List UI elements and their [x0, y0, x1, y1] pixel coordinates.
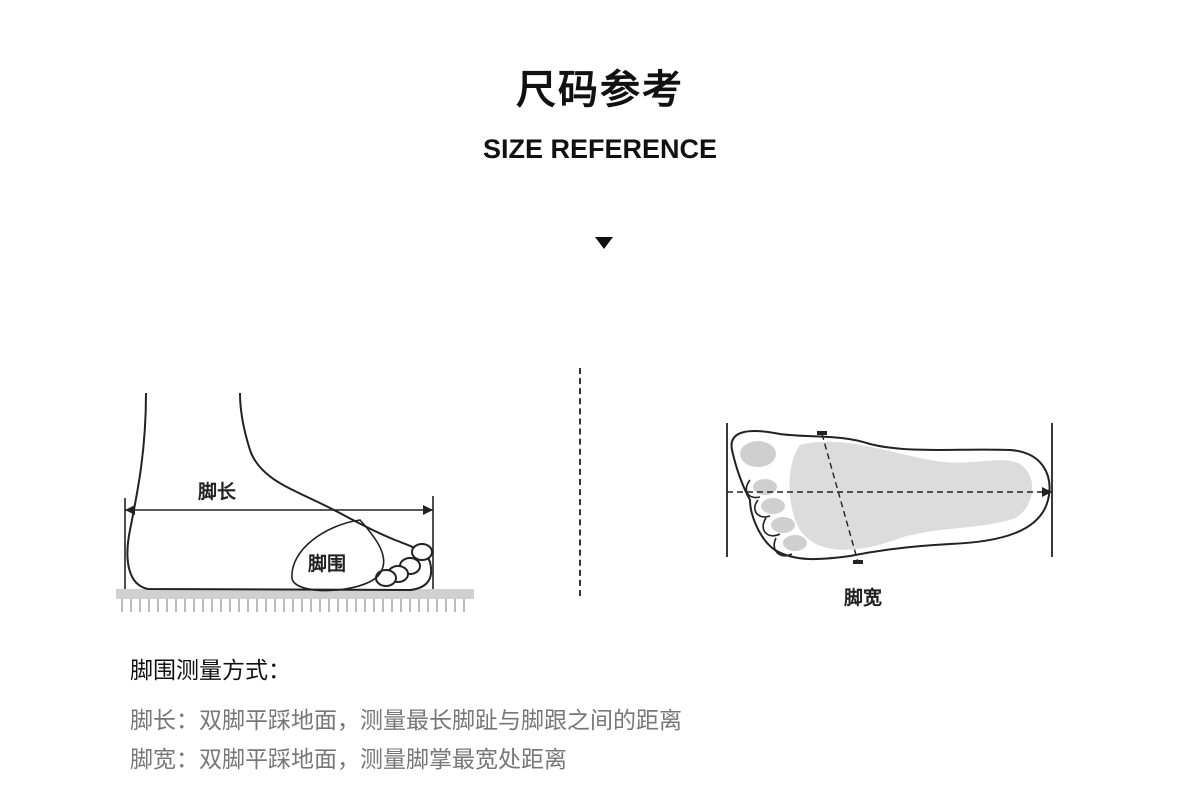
girth-loop	[291, 519, 385, 592]
width-diagonal	[821, 433, 859, 563]
foot-sole-diagram: 脚宽	[726, 423, 1053, 609]
instruction-width-text: 双脚平踩地面，测量脚掌最宽处距离	[199, 747, 567, 773]
toe-outlines	[745, 479, 793, 557]
width-bottom-marker	[853, 560, 863, 564]
instruction-length-label: 脚长：	[130, 708, 199, 734]
length-label: 脚长	[198, 481, 237, 503]
sole-center-arrow	[1042, 487, 1052, 497]
girth-label: 脚围	[308, 553, 346, 575]
length-arrow-right	[423, 505, 433, 515]
toe-prints	[740, 441, 807, 551]
instruction-length: 脚长：双脚平踩地面，测量最长脚趾与脚跟之间的距离	[130, 704, 682, 738]
foot-side-diagram: 脚长 脚围	[116, 392, 474, 612]
foot-outline	[126, 392, 433, 592]
center-divider	[579, 368, 581, 596]
page-title: 尺码参考	[516, 67, 684, 113]
toes	[375, 543, 433, 587]
down-arrow-icon	[595, 237, 613, 249]
instruction-length-text: 双脚平踩地面，测量最长脚趾与脚跟之间的距离	[199, 708, 682, 734]
instruction-width: 脚宽：双脚平踩地面，测量脚掌最宽处距离	[130, 743, 567, 777]
ground-ticks	[121, 599, 465, 612]
width-top-marker	[817, 431, 827, 435]
sole-fill	[789, 441, 1033, 550]
ground-strip	[116, 589, 474, 599]
instruction-width-label: 脚宽：	[130, 747, 199, 773]
page-subtitle: SIZE REFERENCE	[482, 134, 718, 164]
measurement-method-heading: 脚围测量方式：	[130, 658, 291, 684]
length-arrow-left	[125, 505, 135, 515]
width-label: 脚宽	[844, 586, 882, 609]
